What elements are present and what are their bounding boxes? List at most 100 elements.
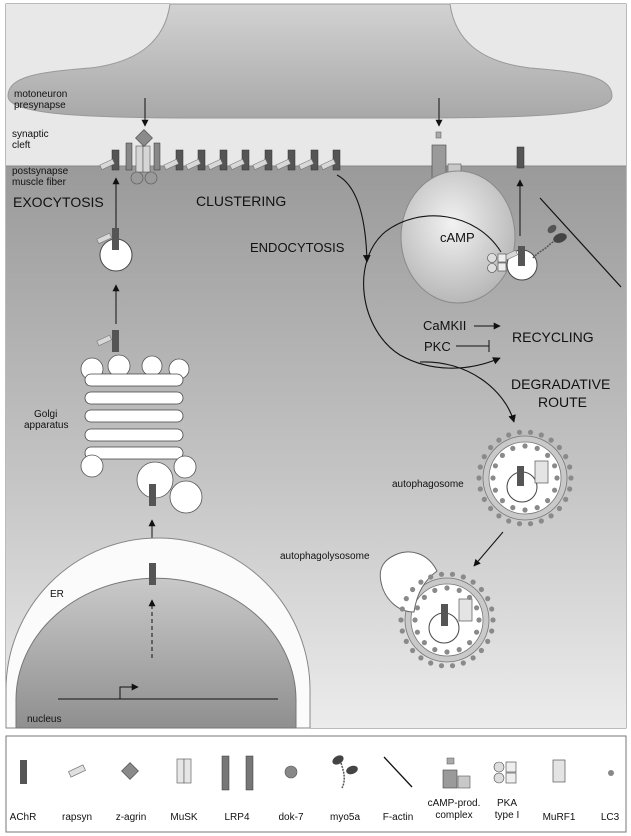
lc3-dot (506, 432, 512, 438)
achr-icon (20, 760, 27, 784)
camkii-label: CaMKII (423, 318, 466, 333)
musk-icon (176, 758, 192, 784)
lc3-dot (412, 617, 418, 623)
autophagosome-label: autophagosome (392, 479, 464, 490)
recycling-loop (363, 215, 502, 369)
lc3-dot (516, 429, 523, 435)
er-label: ER (50, 589, 64, 600)
lc3-dot (534, 505, 540, 511)
lc3-dot (477, 486, 483, 492)
lc3-dot (488, 505, 494, 512)
lc3-dot (499, 452, 505, 458)
lc3-dot (444, 585, 450, 591)
legend-label-rapsyn: rapsyn (62, 812, 92, 823)
legend-label-dok7: dok-7 (278, 812, 303, 823)
lc3-dot (476, 475, 482, 481)
legend-label-f-actin: F-actin (383, 812, 414, 823)
lc3-dot (414, 605, 420, 611)
lc3-dot (421, 594, 427, 601)
lc3-dot (476, 617, 482, 623)
lc3-dot (399, 628, 405, 634)
z-agrin-icon (121, 762, 139, 780)
nucleus-label: nucleus (27, 714, 61, 725)
golgi-label-line1: Golgi (34, 409, 57, 420)
lc3-dot (414, 629, 420, 635)
lc3-dot (545, 498, 551, 504)
lc3-dot (552, 487, 558, 493)
achr-cluster-6 (252, 149, 273, 171)
cleft-label-line2: cleft (12, 140, 31, 151)
clustering-label: CLUSTERING (196, 193, 286, 209)
lc3-dot (545, 452, 551, 458)
lc3-dot (438, 663, 445, 669)
postsynapse-label-line1: postsynapse (12, 166, 69, 177)
lc3-dot (478, 647, 484, 654)
lc3-dot (470, 579, 476, 585)
endocytosis-arrow (336, 174, 371, 263)
lc3-dot (510, 445, 516, 451)
camp-label: cAMP (440, 230, 475, 245)
lc3-dot (456, 587, 462, 594)
rapsyn-icon (68, 764, 86, 778)
lc3-dot (490, 617, 496, 623)
achr-cluster-5 (229, 149, 250, 171)
camp-compartment (400, 170, 516, 304)
lc3-icon (608, 770, 614, 776)
endocytosis-label: ENDOCYTOSIS (250, 240, 345, 255)
lc3-dot (444, 649, 450, 655)
degradative-route-arrow (419, 361, 516, 423)
presynapse-label-line2: presynapse (14, 100, 66, 111)
lc3-dot (428, 574, 434, 580)
legend-label-lc3: LC3 (601, 812, 620, 823)
lc3-dot (432, 587, 438, 594)
lc3-dot (527, 429, 534, 435)
recycled-achr-membrane (516, 146, 525, 169)
lc3-dot (496, 513, 502, 519)
autophagolysosome-lc3-dots (398, 571, 496, 669)
autophagosome-lc3-dots (476, 429, 574, 527)
lrp4-icon (221, 755, 254, 791)
lc3-dot (556, 444, 563, 451)
legend-label-pka-line1: PKA (497, 798, 517, 809)
pka-icon (493, 761, 517, 784)
lc3-dot (481, 496, 487, 502)
lc3-dot (485, 596, 491, 602)
lc3-dot (410, 586, 416, 593)
lc3-dot (460, 660, 466, 666)
achr-cluster-8 (298, 149, 319, 171)
agrin-lrp4-musk-complex (125, 129, 161, 185)
lc3-dot (527, 521, 534, 527)
myo5a-on-vesicle (532, 224, 567, 259)
lc3-dot (492, 463, 498, 469)
lc3-dot (410, 647, 416, 654)
legend-labels: AChR rapsyn z-agrin MuSK LRP4 dok-7 myo5… (10, 798, 620, 823)
lc3-dot (474, 629, 480, 635)
lc3-dot (548, 437, 554, 443)
murf1-icon (552, 759, 566, 783)
exocytic-vesicle (96, 228, 133, 272)
lc3-dot (556, 505, 563, 512)
lc3-dot (548, 513, 554, 519)
lc3-dot (449, 571, 456, 577)
legend-label-pka-line2: type I (495, 810, 519, 821)
lc3-dot (470, 655, 476, 661)
f-actin-icon (383, 756, 413, 788)
legend-items (20, 755, 614, 791)
golgi-label-line2: apparatus (24, 420, 68, 431)
myo5a-icon (332, 755, 358, 789)
transcription-start-arrow (119, 683, 139, 699)
lc3-dot (538, 518, 544, 524)
lc3-dot (563, 496, 569, 502)
er-achr (149, 563, 156, 585)
lc3-dot (489, 606, 495, 612)
achr-cluster-2 (163, 149, 184, 171)
camp-complex-icon (442, 757, 471, 789)
lc3-dot (418, 655, 424, 661)
lc3-dot (499, 498, 505, 504)
autophagosome (476, 429, 574, 527)
pkc-label: PKC (424, 339, 451, 354)
dok7-icon (284, 765, 298, 779)
lc3-dot (489, 628, 495, 634)
lc3-dot (477, 464, 483, 470)
lc3-dot (568, 475, 574, 481)
